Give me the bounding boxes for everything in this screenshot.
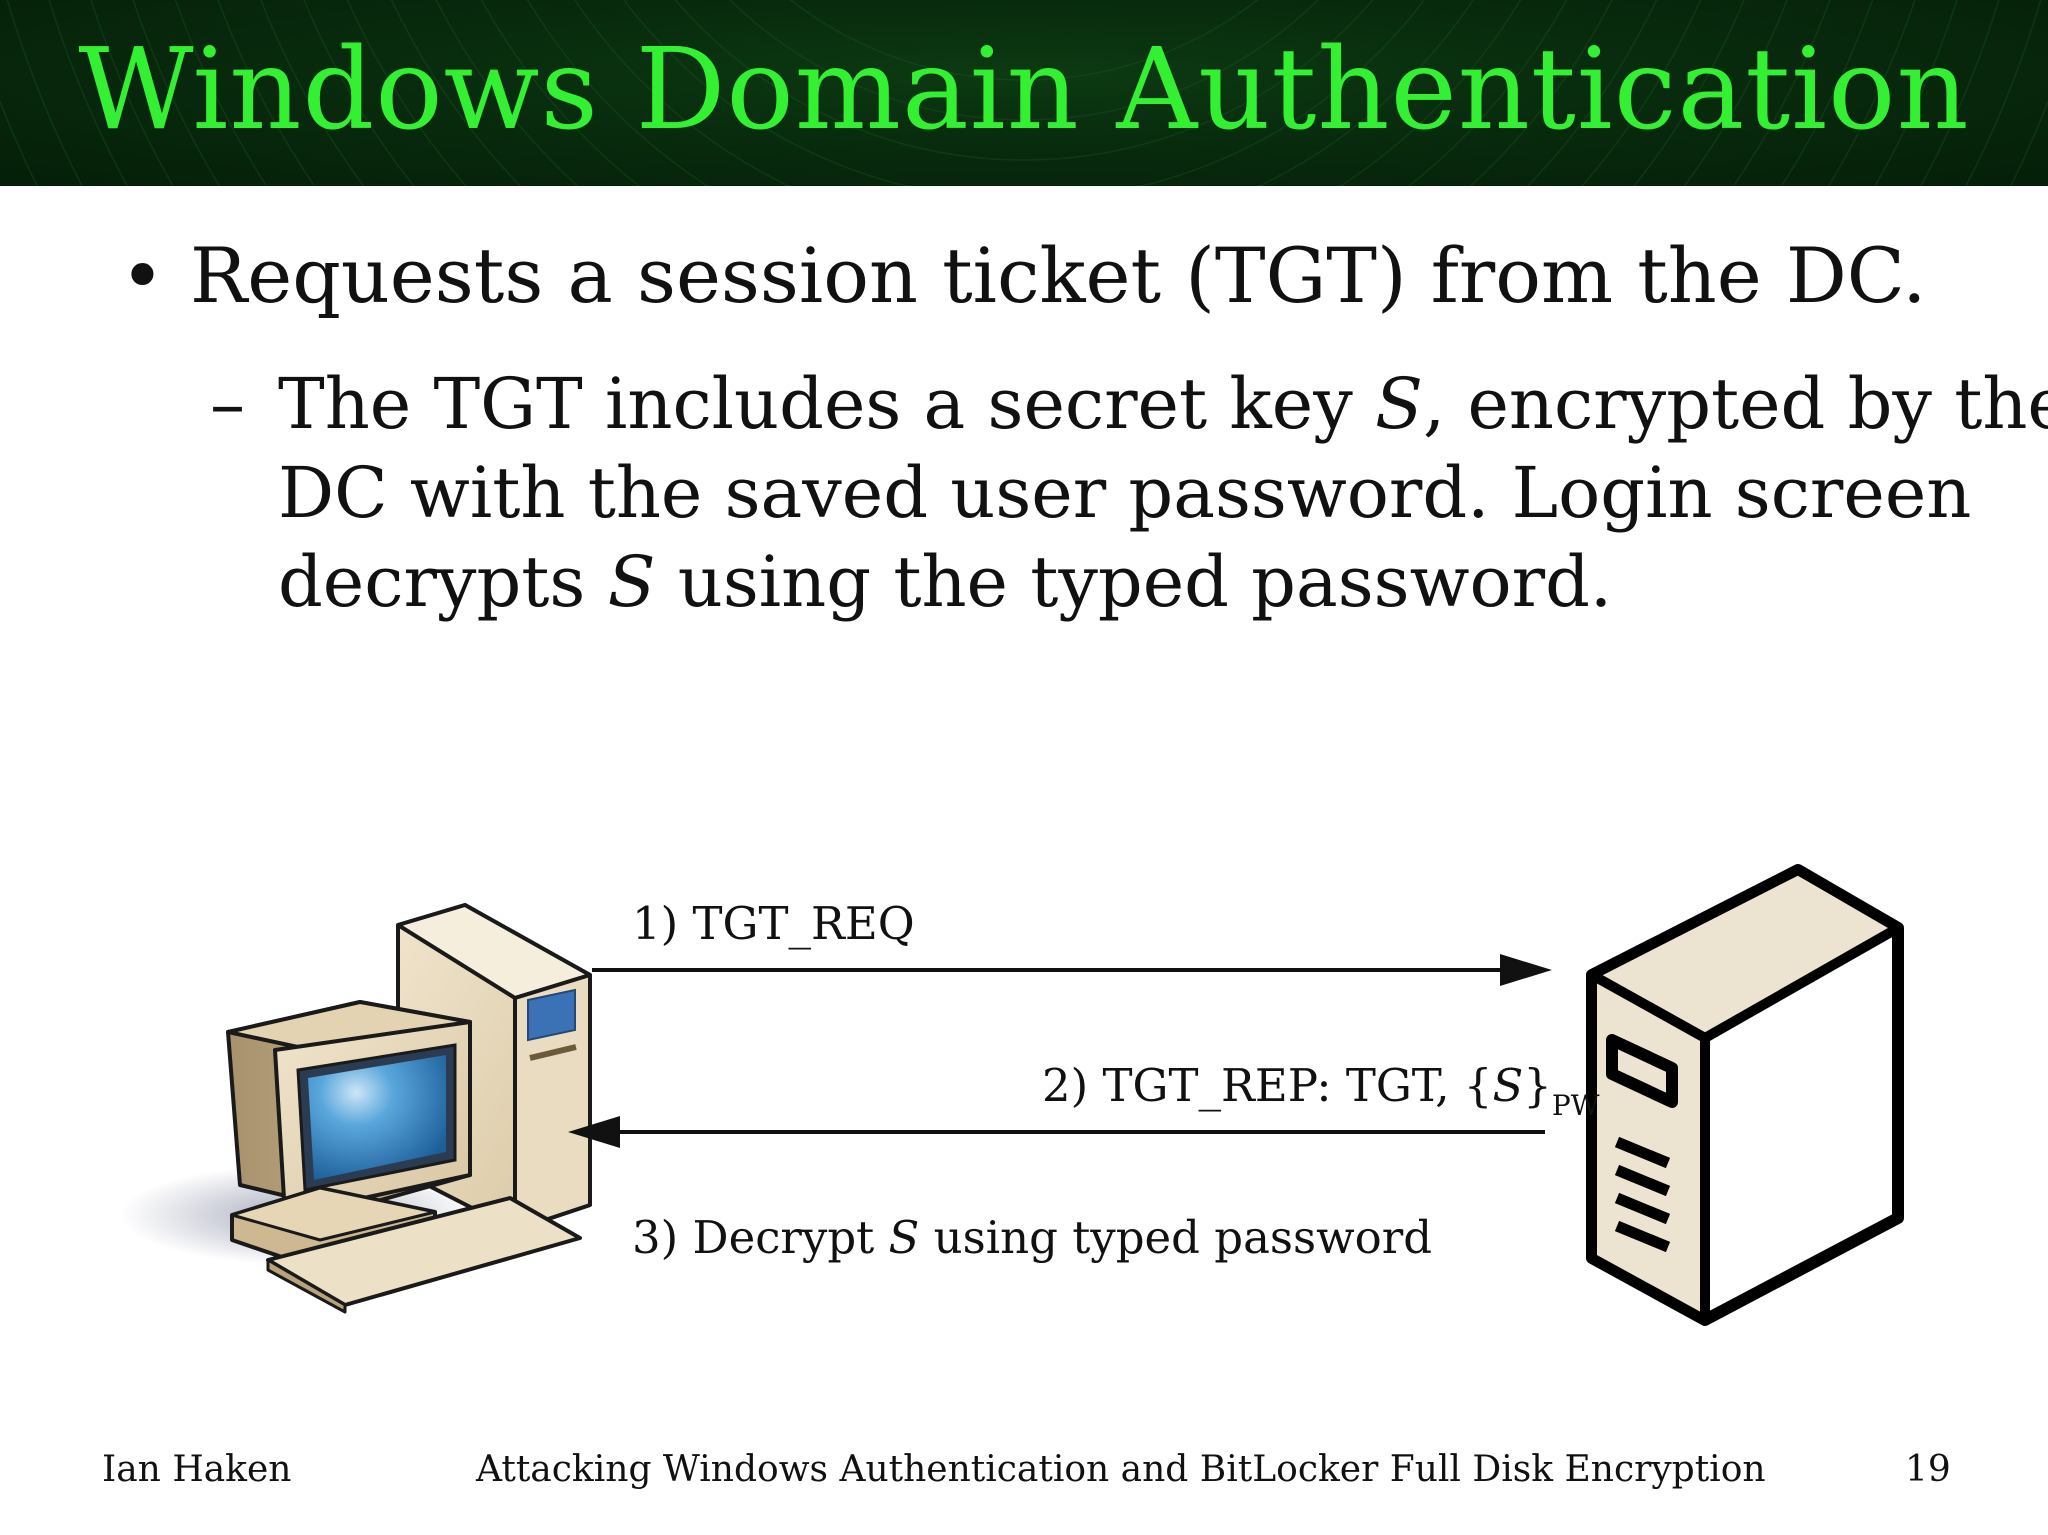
password-subscript: PW [1551,1089,1600,1122]
secret-key-variable: S [888,1211,920,1264]
step-2-label-start: 2) TGT_REP: TGT, { [1042,1059,1493,1112]
sub-bullet: – The TGT includes a secret key S, encry… [210,360,2048,627]
tgt-reply-arrow [568,1116,1545,1148]
secret-key-variable: S [607,541,656,623]
footer-talk-title: Attacking Windows Authentication and Bit… [476,1449,1766,1490]
footer-page-number: 19 [1905,1449,1951,1490]
step-3-label: 3) Decrypt S using typed password [632,1210,1432,1266]
bullet-marker: • [120,231,165,320]
sub-bullet-line-3: decrypts S using the typed password. [278,538,1930,627]
sub-bullet-line-1-end: , encrypted by the [1422,363,2048,445]
authentication-diagram: 1) TGT_REQ 2) TGT_REP: TGT, {S}PW 3) Dec… [0,840,2048,1360]
desktop-computer-icon [120,903,592,1314]
secret-key-variable: S [1375,363,1423,445]
footer-author: Ian Haken [102,1449,292,1490]
sub-bullet-line-1-start: The TGT includes a secret key [278,363,1375,445]
step-3-label-end: using typed password [919,1211,1433,1264]
step-3-label-start: 3) Decrypt [632,1211,889,1264]
slide-title: Windows Domain Authentication [78,25,1970,155]
step-2-label: 2) TGT_REP: TGT, {S}PW [1042,1058,1600,1120]
title-background-pattern [0,0,2048,186]
server-tower-icon [1586,864,1904,1326]
sub-bullet-text: The TGT includes a secret key S, encrypt… [278,360,2048,627]
bullet-text: Requests a session ticket (TGT) from the… [190,231,1927,320]
sub-bullet-line-3-start: decrypts [278,541,608,623]
sub-bullet-marker: – [210,363,245,445]
secret-key-variable: S [1492,1059,1524,1112]
diagram-graphics [120,864,1904,1326]
title-bar: Windows Domain Authentication [0,0,2048,186]
sub-bullet-line-3-end: using the typed password. [655,541,1613,623]
tgt-request-arrow [592,954,1552,986]
step-1-label: 1) TGT_REQ [632,897,915,950]
main-bullet: • Requests a session ticket (TGT) from th… [120,226,1926,326]
sub-bullet-line-2: DC with the saved user password. Login s… [278,452,1972,534]
sub-bullet-line-1: The TGT includes a secret key S, encrypt… [278,360,2048,449]
step-2-label-end: } [1523,1059,1552,1112]
